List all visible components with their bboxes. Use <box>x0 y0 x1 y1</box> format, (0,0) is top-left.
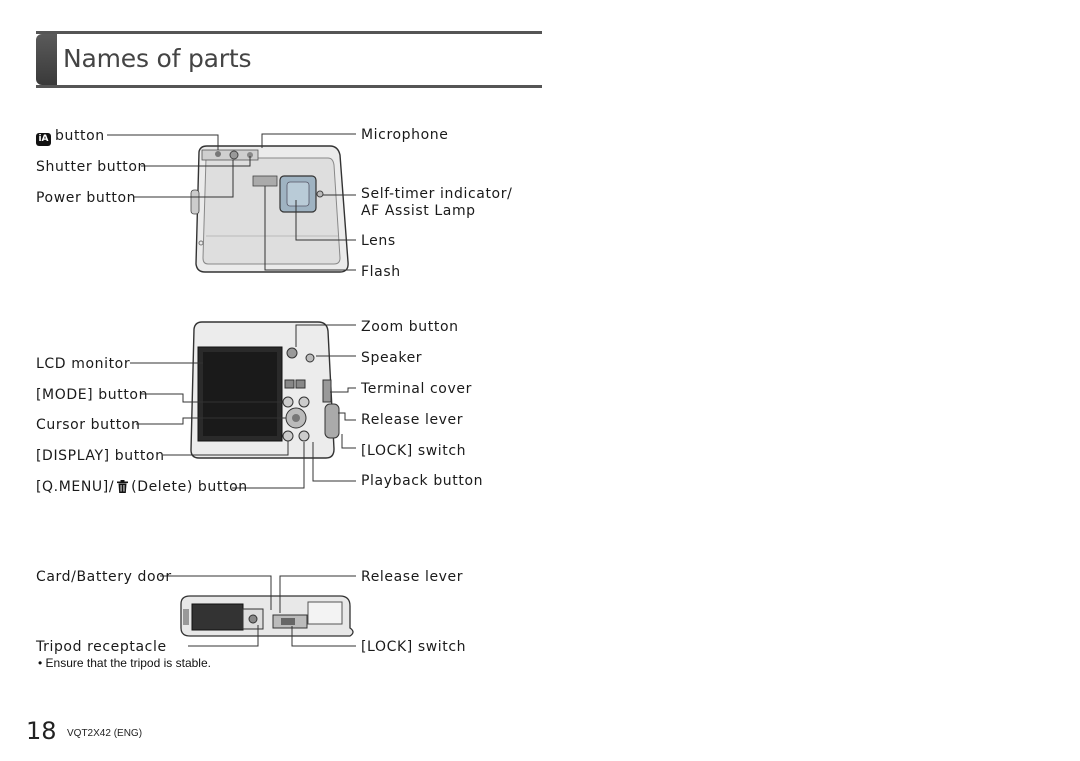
cursor-button-label: Cursor button <box>36 417 141 433</box>
page-number: 18 <box>26 717 57 745</box>
camera-back-illustration <box>190 321 340 459</box>
self-timer-label: Self-timer indicator/ <box>361 186 513 202</box>
delete-button-text: (Delete) button <box>131 479 248 495</box>
bottom-lock-switch-label: [LOCK] switch <box>361 639 467 655</box>
ia-button-label: iA button <box>36 128 105 146</box>
tripod-receptacle-label: Tripod receptacle <box>36 639 167 655</box>
lens-label: Lens <box>361 233 396 249</box>
qmenu-delete-button-label: [Q.MENU]/ (Delete) button <box>36 479 248 495</box>
mode-button-label: [MODE] button <box>36 387 149 403</box>
page-title: Names of parts <box>63 44 252 73</box>
bottom-release-lever-label: Release lever <box>361 569 464 585</box>
playback-button-label: Playback button <box>361 473 484 489</box>
trash-icon <box>117 480 129 493</box>
camera-front-illustration <box>190 145 349 273</box>
title-tab-decoration <box>36 34 57 85</box>
microphone-label: Microphone <box>361 127 449 143</box>
terminal-cover-label: Terminal cover <box>361 381 472 397</box>
power-button-label: Power button <box>36 190 137 206</box>
lcd-monitor-label: LCD monitor <box>36 356 131 372</box>
lock-switch-label: [LOCK] switch <box>361 443 467 459</box>
camera-bottom-illustration <box>180 595 354 637</box>
speaker-label: Speaker <box>361 350 423 366</box>
ia-mode-icon: iA <box>36 133 51 146</box>
qmenu-text: [Q.MENU]/ <box>36 479 115 495</box>
tripod-note: • Ensure that the tripod is stable. <box>38 656 211 670</box>
shutter-button-label: Shutter button <box>36 159 148 175</box>
flash-label: Flash <box>361 264 401 280</box>
release-lever-label: Release lever <box>361 412 464 428</box>
af-assist-lamp-label: AF Assist Lamp <box>361 203 476 219</box>
display-button-label: [DISPLAY] button <box>36 448 165 464</box>
page-title-bar: Names of parts <box>36 31 542 88</box>
ia-button-text: button <box>55 128 105 144</box>
zoom-button-label: Zoom button <box>361 319 459 335</box>
document-id: VQT2X42 (ENG) <box>67 728 143 739</box>
card-battery-door-label: Card/Battery door <box>36 569 172 585</box>
